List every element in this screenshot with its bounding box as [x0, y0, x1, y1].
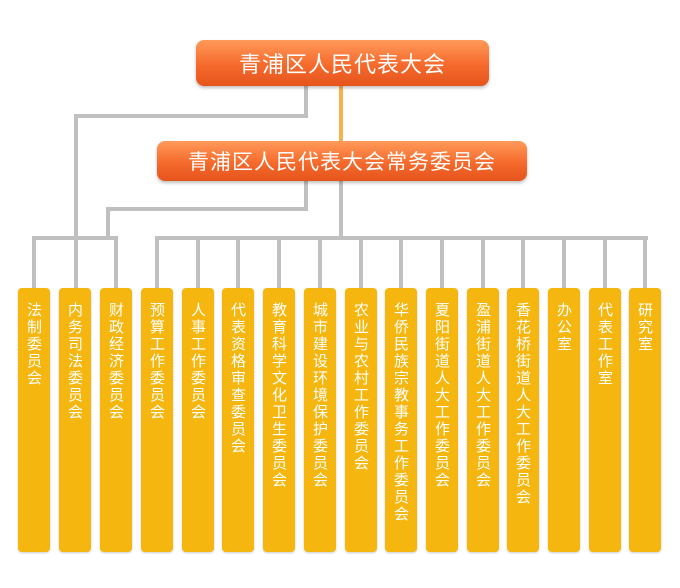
connector-drop — [603, 236, 607, 288]
connector-npc-to-standing — [339, 86, 343, 141]
connector-drop — [481, 236, 485, 288]
connector-drop — [277, 236, 281, 288]
connector-drop — [440, 236, 444, 288]
committee-label: 华侨民族宗教事务工作委员会 — [392, 302, 410, 523]
committee-research-office[interactable]: 研究室 — [629, 288, 661, 552]
committee-education-science-culture-health[interactable]: 教育科学文化卫生委员会 — [263, 288, 295, 552]
connector-left-bar — [32, 236, 118, 240]
connector-to-internal-affairs — [74, 114, 78, 288]
connector-standing-down-left — [304, 181, 308, 211]
npc-box[interactable]: 青浦区人民代表大会 — [196, 40, 489, 86]
committee-budget[interactable]: 预算工作委员会 — [141, 288, 173, 552]
committee-label: 盈浦街道人大工作委员会 — [474, 302, 492, 489]
committee-label: 代表资格审查委员会 — [229, 302, 247, 455]
committee-label: 城市建设环境保护委员会 — [311, 302, 329, 489]
connector-drop — [155, 236, 159, 288]
connector-drop — [236, 236, 240, 288]
committee-internal-affairs-judicial[interactable]: 内务司法委员会 — [59, 288, 91, 552]
connector-npc-down — [304, 86, 308, 118]
committee-label: 研究室 — [636, 302, 654, 353]
committee-legal[interactable]: 法制委员会 — [18, 288, 50, 552]
connector-to-legal — [32, 236, 36, 288]
committee-credentials[interactable]: 代表资格审查委员会 — [222, 288, 254, 552]
committee-overseas-ethnic-religious[interactable]: 华侨民族宗教事务工作委员会 — [385, 288, 417, 552]
committee-agriculture-rural[interactable]: 农业与农村工作委员会 — [345, 288, 377, 552]
connector-npc-left — [74, 114, 308, 118]
committee-label: 内务司法委员会 — [66, 302, 84, 421]
committee-yingpu-subdistrict[interactable]: 盈浦街道人大工作委员会 — [467, 288, 499, 552]
committee-label: 香花桥街道人大工作委员会 — [514, 302, 532, 506]
committee-label: 财政经济委员会 — [107, 302, 125, 421]
committee-label: 预算工作委员会 — [148, 302, 166, 421]
committee-general-office[interactable]: 办公室 — [548, 288, 580, 552]
connector-drop — [196, 236, 200, 288]
connector-drop — [521, 236, 525, 288]
committee-label: 夏阳街道人大工作委员会 — [433, 302, 451, 489]
connector-drop — [399, 236, 403, 288]
committee-urban-construction-environment[interactable]: 城市建设环境保护委员会 — [304, 288, 336, 552]
committee-label: 人事工作委员会 — [189, 302, 207, 421]
connector-drop — [318, 236, 322, 288]
standing-committee-title: 青浦区人民代表大会常务委员会 — [188, 150, 496, 174]
connector-to-finance — [114, 236, 118, 288]
committee-xianghuaqiao-subdistrict[interactable]: 香花桥街道人大工作委员会 — [507, 288, 539, 552]
committee-finance-economy[interactable]: 财政经济委员会 — [100, 288, 132, 552]
connector-standing-left — [106, 207, 308, 211]
committee-label: 办公室 — [555, 302, 573, 353]
connector-left-drop — [106, 207, 110, 240]
committee-label: 农业与农村工作委员会 — [352, 302, 370, 472]
connector-drop — [562, 236, 566, 288]
connector-standing-down-right — [339, 181, 343, 240]
standing-committee-box[interactable]: 青浦区人民代表大会常务委员会 — [157, 141, 527, 181]
committee-label: 代表工作室 — [596, 302, 614, 387]
connector-drop — [359, 236, 363, 288]
npc-title: 青浦区人民代表大会 — [238, 53, 446, 78]
committee-label: 法制委员会 — [25, 302, 43, 387]
committee-xiayang-subdistrict[interactable]: 夏阳街道人大工作委员会 — [426, 288, 458, 552]
connector-drop — [643, 236, 647, 288]
committee-deputy-affairs-office[interactable]: 代表工作室 — [589, 288, 621, 552]
committee-personnel[interactable]: 人事工作委员会 — [182, 288, 214, 552]
committee-label: 教育科学文化卫生委员会 — [270, 302, 288, 489]
